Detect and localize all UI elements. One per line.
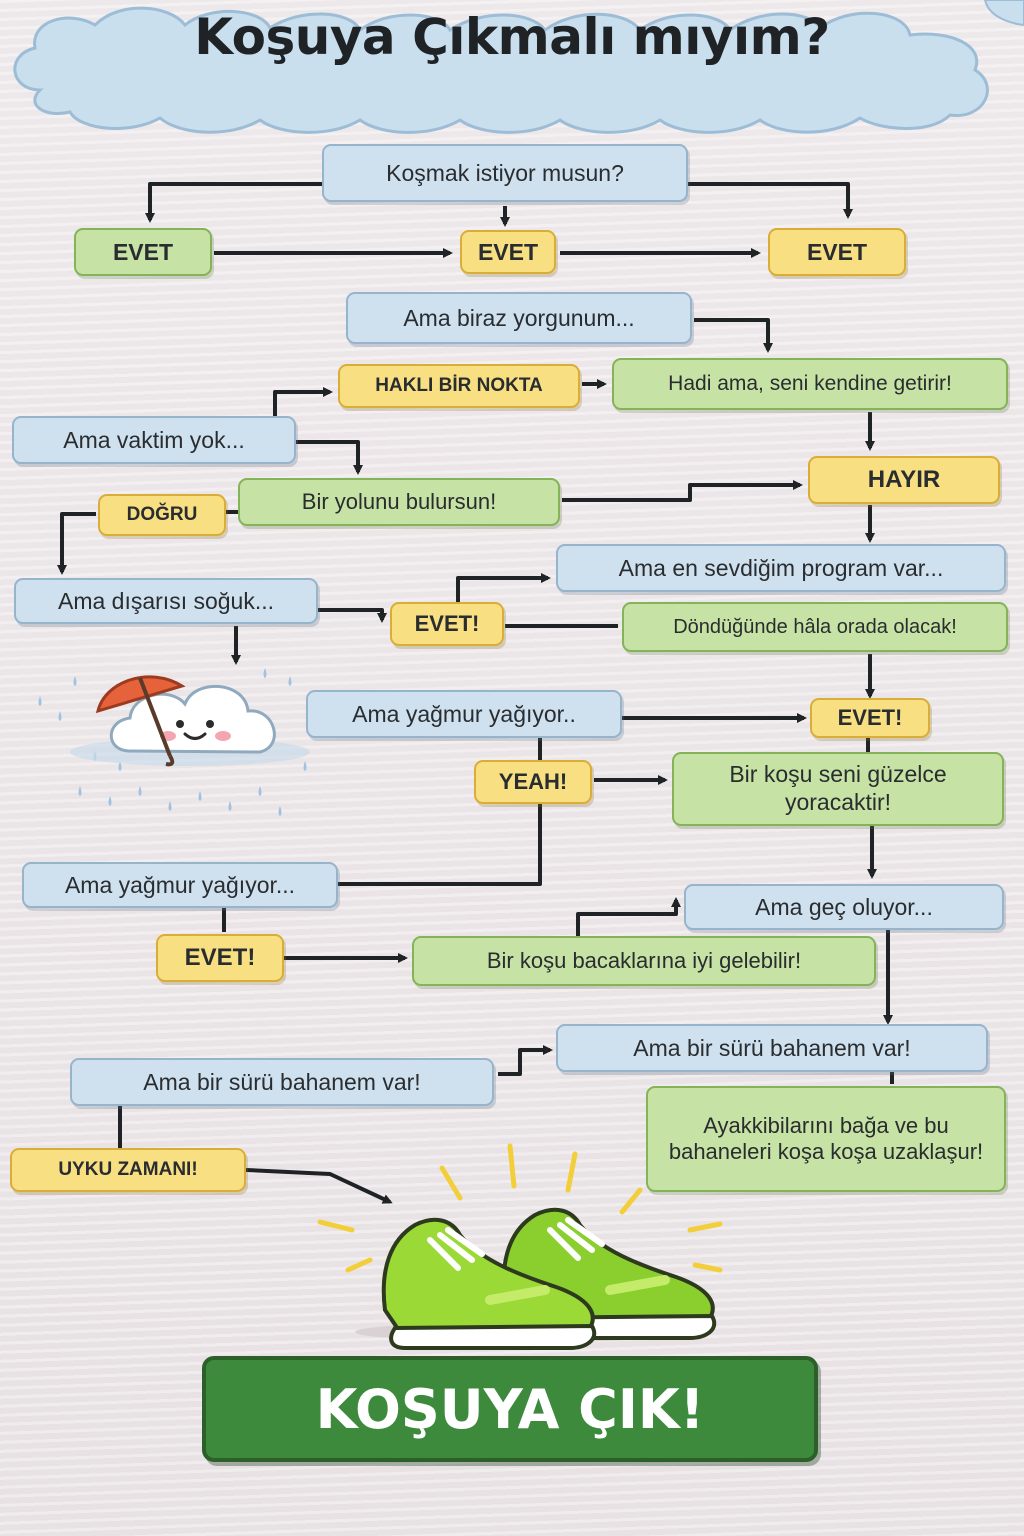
bacaklar-box: Bir koşu bacaklarına iyi gelebilir! bbox=[412, 936, 876, 986]
arrow-vakit-yolunu bbox=[296, 440, 363, 475]
bahane-left-box: Ama bir sürü bahanem var! bbox=[70, 1058, 494, 1106]
arrow-evet-program bbox=[456, 573, 551, 604]
arrow-uyku-shoes bbox=[245, 1168, 393, 1204]
evet-yagmur-box: EVET! bbox=[810, 698, 930, 738]
hadi-ama-box: Hadi ama, seni kendine getirir! bbox=[612, 358, 1008, 410]
hakli-nokta-box: HAKLI BİR NOKTA bbox=[338, 364, 580, 408]
dogru-box: DOĞRU bbox=[98, 494, 226, 536]
arrow-soguk-evet bbox=[318, 608, 387, 623]
evet-soguk-box: EVET! bbox=[390, 602, 504, 646]
arrow-start-left bbox=[145, 182, 322, 223]
page-title: Koşuya Çıkmalı mıyım? bbox=[194, 8, 830, 66]
soguk-box: Ama dışarısı soğuk... bbox=[14, 578, 318, 624]
start-question-box: Koşmak istiyor musun? bbox=[322, 144, 688, 202]
guzel-yorar-box: Bir koşu seni güzelce yoracaktir! bbox=[672, 752, 1004, 826]
running-shoes-icon bbox=[317, 1143, 723, 1350]
hayir-box: HAYIR bbox=[808, 456, 1000, 504]
ayakkabi-box: Ayakkibilarını bağa ve bu bahaneleri koş… bbox=[646, 1086, 1006, 1192]
arrow-start-right bbox=[688, 182, 853, 219]
donecek-box: Döndüğünde hâla orada olacak! bbox=[622, 602, 1008, 652]
program-box: Ama en sevdiğim program var... bbox=[556, 544, 1006, 592]
vaktim-yok-box: Ama vaktim yok... bbox=[12, 416, 296, 464]
arrow-dogru-soguk bbox=[57, 512, 96, 575]
evet-left-box: EVET bbox=[74, 228, 212, 276]
header-cloud bbox=[13, 6, 989, 134]
arrow-yagmur2-line bbox=[336, 804, 542, 886]
corner-cloud bbox=[983, 0, 1024, 27]
cloud-umbrella-icon bbox=[38, 668, 312, 816]
arrow-yorgun-hadi bbox=[694, 318, 773, 353]
evet-bacak-box: EVET! bbox=[156, 934, 284, 982]
uyku-zamani-box: UYKU ZAMANI! bbox=[10, 1148, 246, 1192]
final-action-banner: KOŞUYA ÇIK! bbox=[202, 1356, 818, 1462]
yagmur1-box: Ama yağmur yağıyor.. bbox=[306, 690, 622, 738]
gec-oluyor-box: Ama geç oluyor... bbox=[684, 884, 1004, 930]
arrow-vakit-hakli bbox=[273, 387, 333, 416]
evet-right-box: EVET bbox=[768, 228, 906, 276]
final-action-label: KOŞUYA ÇIK! bbox=[315, 1377, 705, 1441]
yagmur2-box: Ama yağmur yağıyor... bbox=[22, 862, 338, 908]
yeah-box: YEAH! bbox=[474, 760, 592, 804]
bahane-right-box: Ama bir sürü bahanem var! bbox=[556, 1024, 988, 1072]
arrow-bahane-left-right bbox=[498, 1045, 553, 1076]
yolunu-bulursun-box: Bir yolunu bulursun! bbox=[238, 478, 560, 526]
yorgun-box: Ama biraz yorgunum... bbox=[346, 292, 692, 344]
arrow-yolunu-hayir bbox=[562, 480, 803, 502]
arrow-bacak-gec bbox=[576, 897, 681, 936]
evet-mid-box: EVET bbox=[460, 230, 556, 274]
